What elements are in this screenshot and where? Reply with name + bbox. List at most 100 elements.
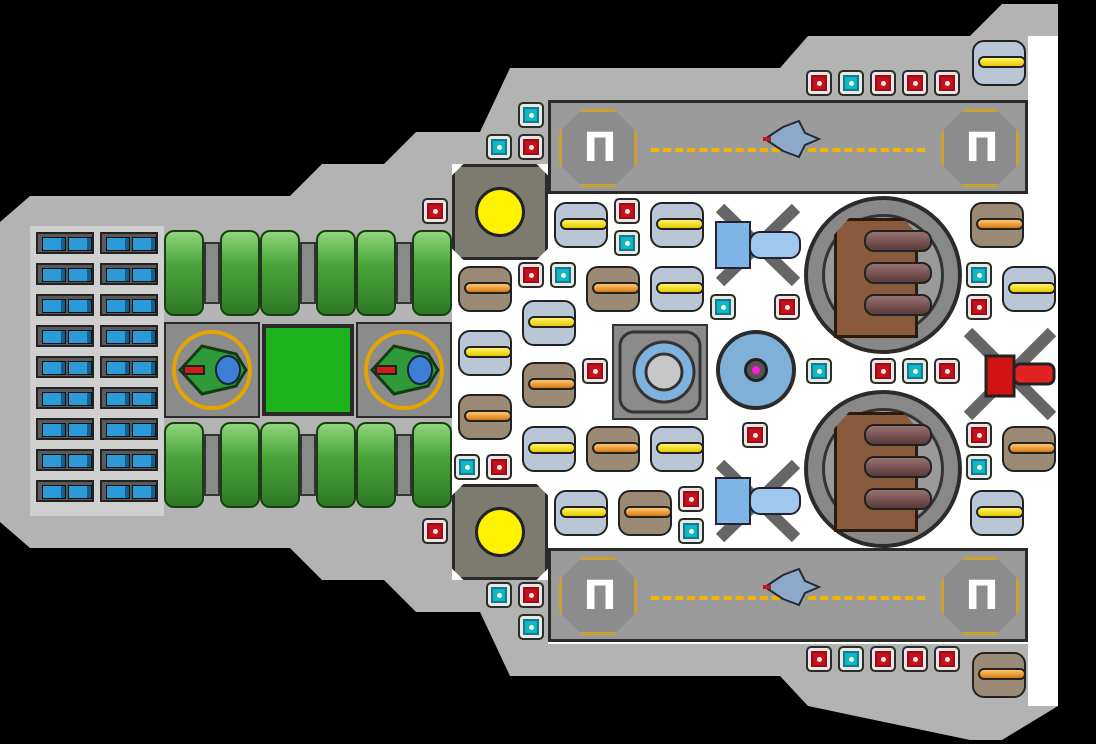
red-block-icon	[870, 358, 896, 384]
battery-cell-icon	[100, 325, 158, 347]
fuel-tank	[164, 230, 204, 316]
turret-icon	[452, 262, 518, 316]
turret-icon	[996, 262, 1062, 316]
turret-icon	[966, 648, 1032, 702]
cyan-block-icon	[678, 518, 704, 544]
red-block-icon	[422, 198, 448, 224]
fuel-tank	[412, 422, 452, 508]
turret-icon	[612, 486, 678, 540]
cyan-block-icon	[806, 358, 832, 384]
cyan-block-icon	[710, 294, 736, 320]
battery-column-2	[100, 232, 164, 512]
red-block-icon	[678, 486, 704, 512]
red-block-icon	[806, 70, 832, 96]
landing-pad-icon: Π	[941, 109, 1019, 187]
dome-module	[612, 324, 708, 420]
cyan-block-icon	[902, 358, 928, 384]
pipe	[204, 434, 220, 496]
battery-cell-icon	[100, 356, 158, 378]
fuel-tank	[316, 422, 356, 508]
fighter-ship-icon	[763, 119, 821, 159]
battery-cell-icon	[36, 449, 94, 471]
turret-icon	[964, 486, 1030, 540]
pipe	[204, 242, 220, 304]
battery-cell-icon	[36, 418, 94, 440]
fuel-tank-bank-top	[164, 228, 452, 322]
heavy-cannon-icon	[804, 390, 962, 548]
cyan-block-icon	[838, 70, 864, 96]
red-block-icon	[518, 582, 544, 608]
battery-cell-icon	[36, 356, 94, 378]
cyan-block-icon	[486, 582, 512, 608]
red-gun-icon	[963, 327, 1057, 421]
red-block-icon	[614, 198, 640, 224]
turret-icon	[516, 296, 582, 350]
blue-thruster-icon	[715, 459, 801, 543]
turret-icon	[644, 262, 710, 316]
engine-pod-left	[164, 322, 260, 418]
pipe	[300, 242, 316, 304]
cyan-block-icon	[614, 230, 640, 256]
cyan-block-icon	[518, 102, 544, 128]
turret-icon	[452, 390, 518, 444]
cyan-block-icon	[550, 262, 576, 288]
turret-icon	[580, 422, 646, 476]
power-reactor-icon	[452, 484, 548, 580]
fuel-tank	[260, 230, 300, 316]
turret-icon	[580, 262, 646, 316]
turret-icon	[966, 36, 1032, 90]
red-block-icon	[774, 294, 800, 320]
hangar-upper: Π Π	[548, 100, 1028, 194]
fuel-tank	[220, 422, 260, 508]
turret-icon	[644, 422, 710, 476]
fuel-tank	[164, 422, 204, 508]
red-block-icon	[870, 646, 896, 672]
red-block-icon	[518, 262, 544, 288]
red-block-icon	[902, 70, 928, 96]
red-block-icon	[966, 422, 992, 448]
red-block-icon	[582, 358, 608, 384]
cyan-block-icon	[838, 646, 864, 672]
battery-cell-icon	[100, 418, 158, 440]
engine-pod-right	[356, 322, 452, 418]
turret-icon	[996, 422, 1062, 476]
red-block-icon	[518, 134, 544, 160]
battery-cell-icon	[36, 387, 94, 409]
turret-icon	[516, 422, 582, 476]
pipe	[396, 242, 412, 304]
turret-icon	[548, 198, 614, 252]
red-block-icon	[966, 294, 992, 320]
fuel-tank	[260, 422, 300, 508]
turret-icon	[548, 486, 614, 540]
red-block-icon	[934, 70, 960, 96]
fuel-tank	[412, 230, 452, 316]
red-block-icon	[934, 358, 960, 384]
red-block-icon	[742, 422, 768, 448]
cyan-block-icon	[966, 454, 992, 480]
battery-cell-icon	[100, 480, 158, 502]
red-block-icon	[870, 70, 896, 96]
turret-icon	[452, 326, 518, 380]
cyan-block-icon	[966, 262, 992, 288]
battery-cell-icon	[36, 263, 94, 285]
battery-cell-icon	[36, 480, 94, 502]
shield-generator-icon	[716, 330, 796, 410]
fuel-tank	[356, 422, 396, 508]
fuel-tank-bank-bottom	[164, 420, 452, 514]
battery-column-1	[36, 232, 100, 512]
fuel-tank	[316, 230, 356, 316]
central-green-module	[262, 324, 354, 416]
battery-cell-icon	[100, 387, 158, 409]
cyan-block-icon	[454, 454, 480, 480]
battery-cell-icon	[36, 232, 94, 254]
battery-cell-icon	[100, 232, 158, 254]
cyan-block-icon	[486, 134, 512, 160]
pipe	[396, 434, 412, 496]
turret-icon	[964, 198, 1030, 252]
red-block-icon	[902, 646, 928, 672]
battery-cell-icon	[36, 294, 94, 316]
pipe	[300, 434, 316, 496]
battery-cell-icon	[100, 294, 158, 316]
battery-cell-icon	[36, 325, 94, 347]
landing-pad-icon: Π	[559, 557, 637, 635]
